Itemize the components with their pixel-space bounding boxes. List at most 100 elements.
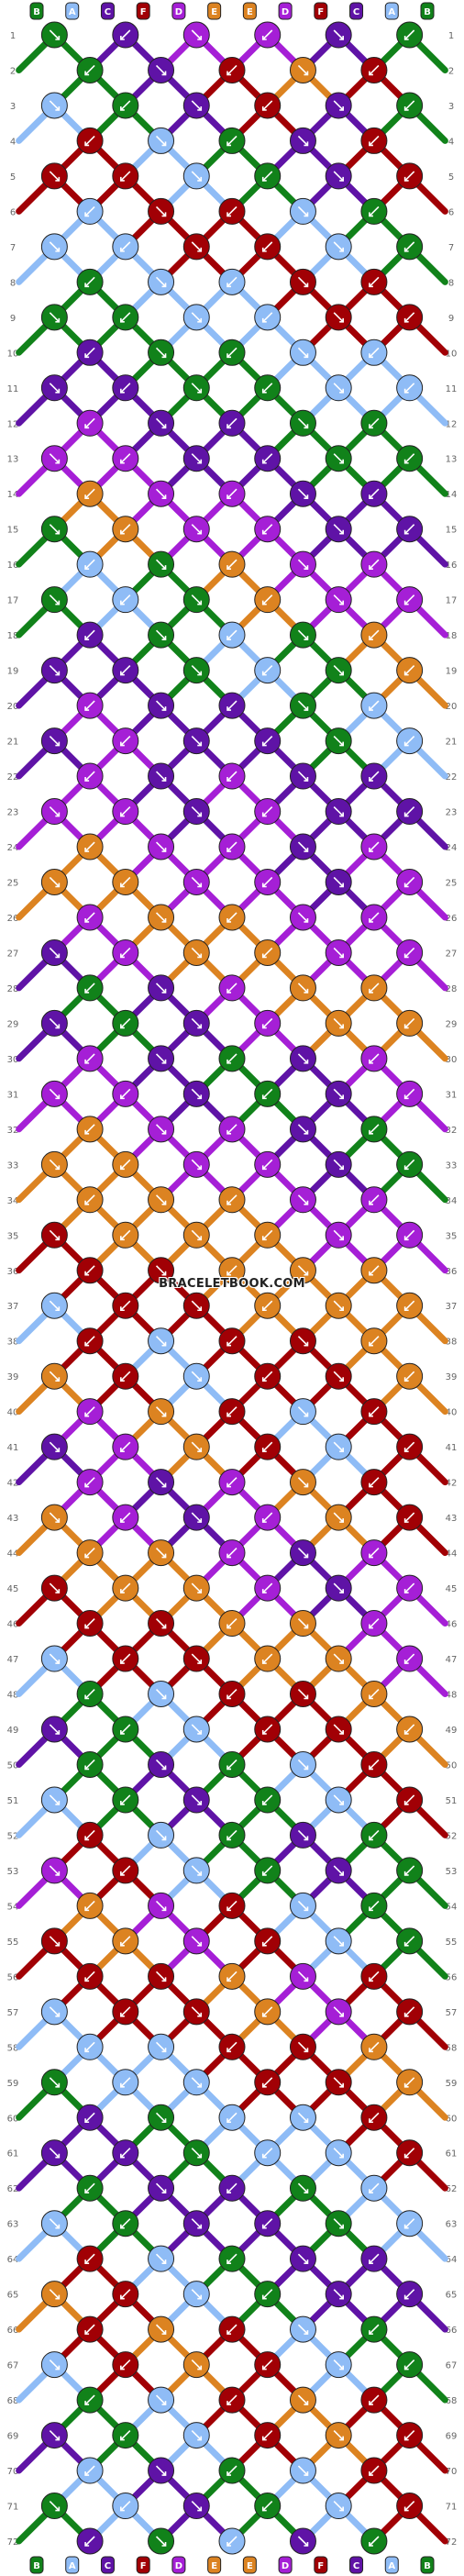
knot-arrow-icon <box>226 2394 238 2405</box>
knot-arrow-icon <box>226 1194 238 1205</box>
row-number-left: 52 <box>7 1831 19 1841</box>
string-label: B <box>424 2561 431 2571</box>
row-number-left: 15 <box>7 526 19 536</box>
string-swatch <box>136 2 150 20</box>
knot-arrow-icon <box>84 983 95 994</box>
knot-arrow-icon <box>155 2041 167 2053</box>
knot-arrow-icon <box>369 700 380 711</box>
knot-arrow-icon <box>226 135 238 147</box>
string-label: D <box>282 7 289 17</box>
knot-arrow-icon <box>84 1124 95 1135</box>
knot-arrow-icon <box>49 100 61 111</box>
string-swatch <box>384 2556 399 2574</box>
row-number-left: 53 <box>7 1867 19 1877</box>
row-number-right: 55 <box>446 1938 458 1948</box>
knot-arrow-icon <box>369 1477 380 1488</box>
knot-arrow-icon <box>297 841 309 852</box>
string-swatch <box>242 2556 257 2574</box>
knot-arrow-icon <box>49 1159 61 1171</box>
knot-arrow-icon <box>49 383 61 394</box>
knot-arrow-icon <box>120 100 131 111</box>
knot-arrow-icon <box>49 876 61 888</box>
knot-arrow-icon <box>297 1900 309 1912</box>
string-label: D <box>282 2561 289 2571</box>
row-number-right: 10 <box>446 349 458 359</box>
row-number-left: 48 <box>7 1691 19 1701</box>
knot-arrow-icon <box>261 1865 273 1876</box>
row-number-right: 54 <box>446 1902 458 1912</box>
knot-arrow-icon <box>333 100 344 111</box>
knot-arrow-icon <box>120 1229 131 1241</box>
string-label: B <box>424 7 431 17</box>
knot-arrow-icon <box>369 1759 380 1771</box>
row-number-left: 21 <box>7 738 19 748</box>
row-number-left: 60 <box>7 2114 19 2124</box>
knot-arrow-icon <box>120 876 131 888</box>
knot-grid <box>40 21 424 2555</box>
string-label: C <box>353 2561 359 2571</box>
knot-arrow-icon <box>155 2253 167 2264</box>
row-number-left: 4 <box>10 137 16 147</box>
row-number-right: 48 <box>446 1691 458 1701</box>
knot-arrow-icon <box>84 2394 95 2405</box>
knot-arrow-icon <box>403 1300 415 1312</box>
row-number-right: 1 <box>448 31 454 41</box>
row-number-right: 63 <box>446 2220 458 2230</box>
knot-arrow-icon <box>261 2429 273 2441</box>
row-number-left: 65 <box>7 2291 19 2301</box>
row-number-left: 70 <box>7 2467 19 2477</box>
row-number-right: 37 <box>446 1302 458 1312</box>
knot-arrow-icon <box>191 2359 203 2371</box>
knot-arrow-icon <box>261 383 273 394</box>
row-number-left: 66 <box>7 2326 19 2336</box>
knot-arrow-icon <box>261 100 273 111</box>
string-swatch <box>349 2556 364 2574</box>
knot-arrow-icon <box>49 312 61 323</box>
knot-arrow-icon <box>155 2324 167 2335</box>
knot-arrow-icon <box>403 1088 415 1100</box>
row-number-left: 46 <box>7 1620 19 1630</box>
knot-arrow-icon <box>261 2289 273 2300</box>
knot-arrow-icon <box>297 1829 309 1841</box>
knot-arrow-icon <box>333 524 344 535</box>
row-number-left: 10 <box>7 349 19 359</box>
knot-arrow-icon <box>369 841 380 852</box>
knot-arrow-icon <box>403 2359 415 2371</box>
knot-arrow-icon <box>297 2253 309 2264</box>
knot-arrow-icon <box>261 805 273 817</box>
knot-arrow-icon <box>261 2077 273 2088</box>
row-number-right: 40 <box>446 1408 458 1418</box>
knot-arrow-icon <box>226 912 238 923</box>
knot-arrow-icon <box>261 1794 273 1805</box>
knot-arrow-icon <box>333 1936 344 1947</box>
knot-arrow-icon <box>191 1582 203 1593</box>
knot-arrow-icon <box>120 2359 131 2371</box>
knot-arrow-icon <box>261 2218 273 2229</box>
knot-arrow-icon <box>49 29 61 40</box>
row-number-left: 19 <box>7 667 19 677</box>
string-label: D <box>175 2561 182 2571</box>
knot-arrow-icon <box>191 2500 203 2512</box>
knot-arrow-icon <box>369 771 380 782</box>
knot-arrow-icon <box>297 347 309 359</box>
knot-arrow-icon <box>261 2359 273 2371</box>
knot-arrow-icon <box>49 1088 61 1100</box>
knot-arrow-icon <box>49 2218 61 2229</box>
knot-arrow-icon <box>261 1017 273 1029</box>
row-number-right: 70 <box>446 2467 458 2477</box>
knot-arrow-icon <box>84 771 95 782</box>
knot-arrow-icon <box>120 947 131 959</box>
string-label: C <box>353 7 359 17</box>
knot-arrow-icon <box>191 1653 203 1664</box>
knot-arrow-icon <box>297 629 309 640</box>
row-number-right: 7 <box>448 243 454 253</box>
knot-arrow-icon <box>369 559 380 570</box>
knot-arrow-icon <box>297 2394 309 2405</box>
string-label: C <box>105 2561 111 2571</box>
knot-arrow-icon <box>120 2289 131 2300</box>
knot-arrow-icon <box>226 417 238 429</box>
knot-arrow-icon <box>49 805 61 817</box>
knot-arrow-icon <box>191 1724 203 1735</box>
